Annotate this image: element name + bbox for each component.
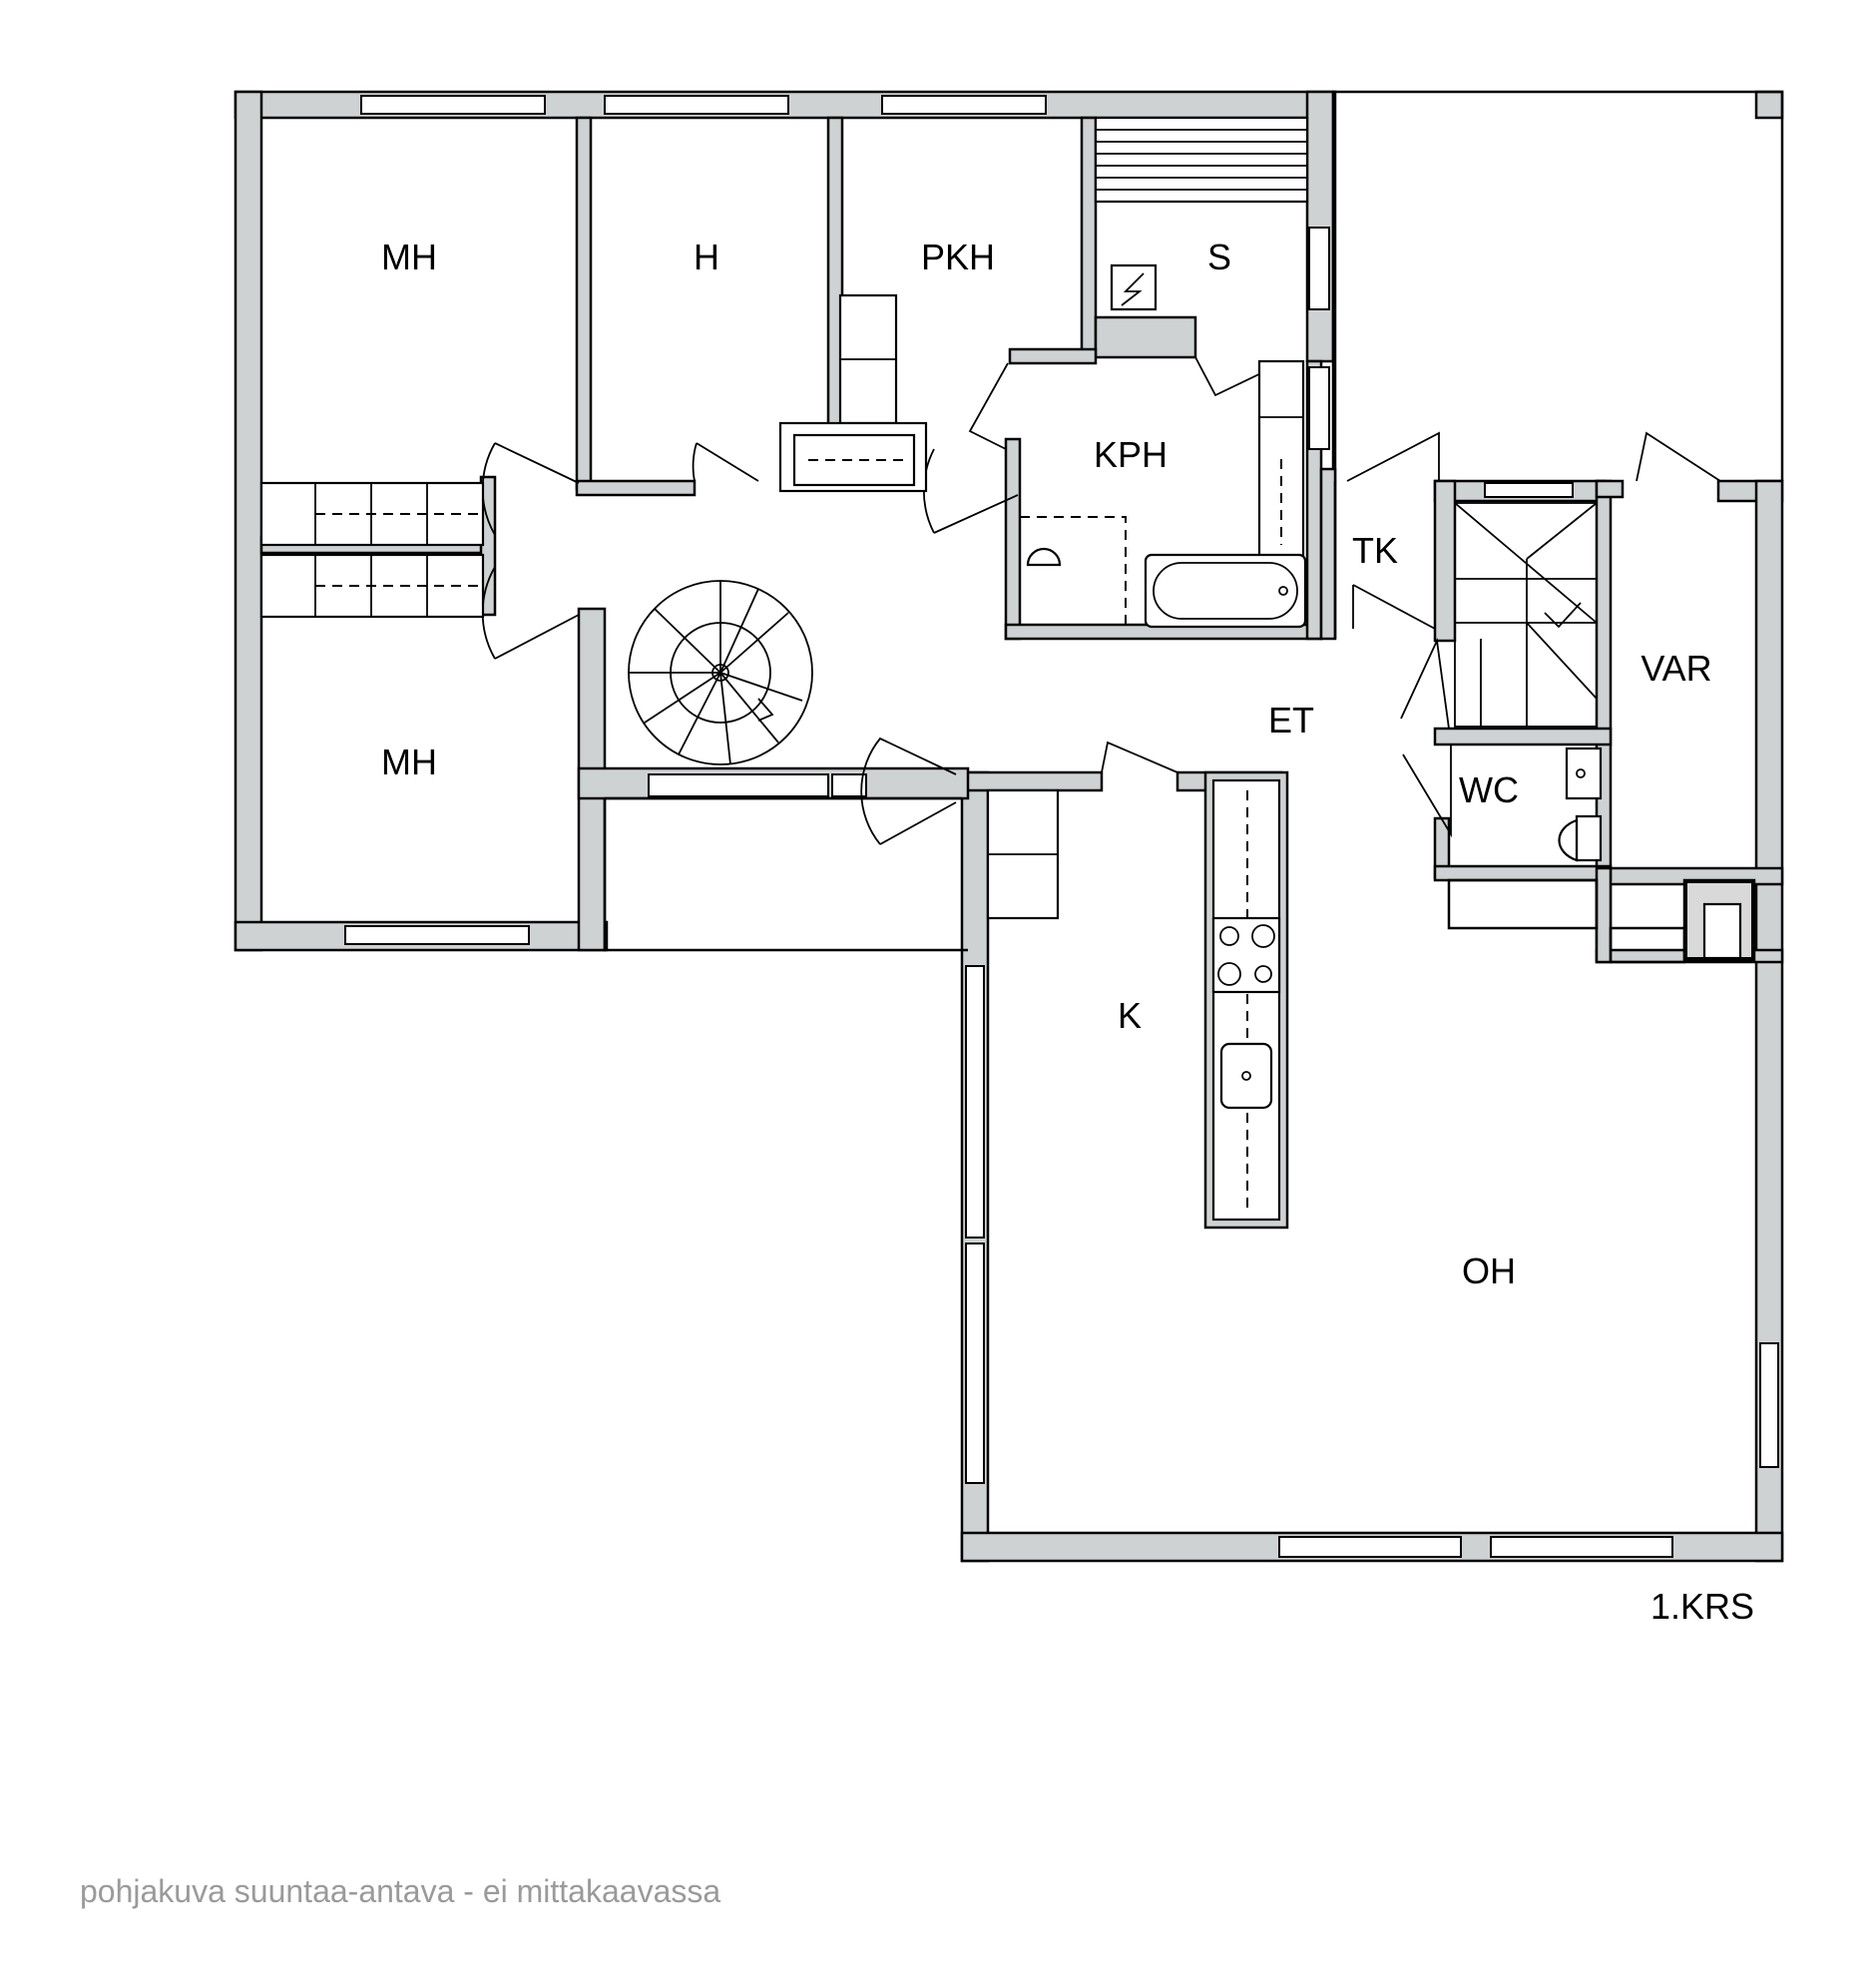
bathtub-icon <box>1144 553 1307 629</box>
shower-head-icon <box>1026 547 1062 567</box>
door-stair <box>1400 637 1450 730</box>
room-label-tk: TK <box>1352 530 1398 571</box>
floor-label: 1.KRS <box>1650 1586 1754 1627</box>
door-s <box>1194 356 1266 397</box>
door-entrance <box>860 737 957 845</box>
window <box>1759 1342 1779 1468</box>
door-tk-bottom <box>1352 584 1436 630</box>
door-wc <box>1402 745 1452 838</box>
window <box>604 95 789 115</box>
window <box>344 925 530 945</box>
wc-sink-icon <box>1565 746 1603 800</box>
door-tk-top <box>1346 431 1440 482</box>
door-mh-top <box>481 442 580 536</box>
windows <box>344 95 1779 1558</box>
room-label-var: VAR <box>1641 648 1711 689</box>
window <box>1308 366 1330 450</box>
window <box>1308 227 1330 310</box>
window <box>965 965 985 1239</box>
door-mh-bottom <box>481 566 580 660</box>
room-label-et: ET <box>1268 700 1314 741</box>
sink-icon <box>1219 1042 1273 1110</box>
window <box>1278 1536 1462 1558</box>
room-label-pkh: PKH <box>921 237 995 277</box>
door-h <box>692 442 759 482</box>
toilet-icon <box>1575 814 1603 862</box>
sauna-benches <box>1094 116 1309 311</box>
room-outlines <box>603 90 1784 964</box>
room-label-k: K <box>1118 995 1142 1036</box>
fireplace-icon <box>1682 878 1756 962</box>
bathroom-fixtures <box>1020 516 1603 862</box>
door-kph-left <box>923 448 1019 534</box>
door-kph-top <box>968 362 1009 450</box>
room-labels: MH H PKH S KPH TK MH ET VAR WC K OH <box>381 237 1712 1291</box>
window <box>1484 482 1574 498</box>
room-label-h: H <box>694 237 719 277</box>
window <box>648 773 829 797</box>
straight-stair-icon <box>1454 502 1598 728</box>
room-label-s: S <box>1207 237 1231 277</box>
disclaimer-text: pohjakuva suuntaa-antava - ei mittakaava… <box>80 1873 720 1909</box>
door-kitchen <box>1101 741 1178 773</box>
window <box>965 1242 985 1484</box>
window <box>831 773 867 797</box>
spiral-stair-icon <box>628 580 813 765</box>
room-label-wc: WC <box>1459 769 1519 810</box>
kitchen-island <box>1203 770 1289 1230</box>
door-var <box>1636 431 1721 482</box>
room-label-mh-bottom: MH <box>381 742 437 782</box>
window <box>881 95 1047 115</box>
room-label-kph: KPH <box>1094 434 1168 475</box>
room-label-oh: OH <box>1462 1250 1516 1291</box>
sauna-stove-icon <box>1110 263 1158 311</box>
window <box>360 95 546 115</box>
window <box>1490 1536 1673 1558</box>
room-label-mh-top: MH <box>381 237 437 277</box>
stairs <box>628 502 1598 765</box>
